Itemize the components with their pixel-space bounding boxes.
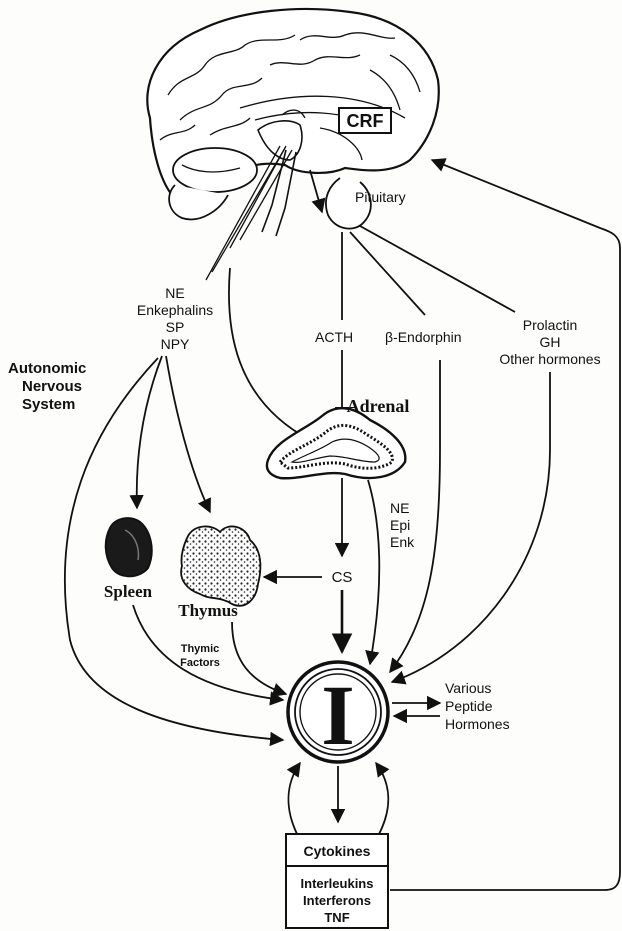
crf-label: CRF bbox=[347, 111, 384, 131]
ans-title-line-3: System bbox=[22, 396, 75, 413]
acth-label: ACTH bbox=[315, 329, 353, 345]
tnf-label: TNF bbox=[324, 910, 349, 925]
thymic-factors-line-2: Factors bbox=[180, 657, 220, 669]
medulla-ne-label: NE bbox=[390, 500, 409, 516]
adrenal-gland: Adrenal NE Epi Enk CS bbox=[264, 396, 415, 664]
adrenal-label: Adrenal bbox=[347, 396, 410, 416]
medulla-enk-label: Enk bbox=[390, 534, 415, 550]
ans-title-line-2: Nervous bbox=[22, 378, 82, 395]
cytokine-feedback-path bbox=[390, 160, 620, 890]
immune-symbol: I bbox=[321, 667, 354, 763]
thymus-label: Thymus bbox=[178, 601, 238, 620]
pituitary-label: Pituitary bbox=[355, 189, 406, 205]
thymus-organ: Thymus Thymic Factors bbox=[178, 526, 286, 694]
interferons-label: Interferons bbox=[303, 893, 371, 908]
npy-signal: NPY bbox=[161, 336, 190, 352]
peptides-line-2: Peptide bbox=[445, 698, 493, 714]
cs-label: CS bbox=[332, 569, 353, 586]
gh-label: GH bbox=[540, 334, 561, 350]
medulla-epi-label: Epi bbox=[390, 517, 410, 533]
sp-signal: SP bbox=[166, 319, 185, 335]
other-hormones-path bbox=[392, 372, 550, 682]
brain-illustration: CRF Pituitary bbox=[147, 9, 438, 280]
peptides-line-1: Various bbox=[445, 680, 491, 696]
beta-endorphin-label: β-Endorphin bbox=[385, 329, 462, 345]
cytokines-header: Cytokines bbox=[304, 843, 371, 859]
cytokines-box: Cytokines Interleukins Interferons TNF bbox=[286, 160, 620, 928]
autonomic-nervous-system: Autonomic Nervous System NE Enkephalins … bbox=[8, 268, 310, 740]
enkephalins-signal: Enkephalins bbox=[137, 302, 213, 318]
other-hormones-label: Other hormones bbox=[499, 351, 600, 367]
interleukins-label: Interleukins bbox=[301, 876, 374, 891]
ans-title-line-1: Autonomic bbox=[8, 360, 86, 377]
pituitary-outputs: ACTH β-Endorphin Prolactin GH Other horm… bbox=[315, 226, 601, 420]
prolactin-label: Prolactin bbox=[523, 317, 577, 333]
thymic-factors-line-1: Thymic bbox=[181, 643, 220, 655]
ne-signal: NE bbox=[165, 285, 184, 301]
peptides-line-3: Hormones bbox=[445, 716, 510, 732]
peptide-hormones: Various Peptide Hormones bbox=[392, 680, 510, 732]
spleen-label: Spleen bbox=[104, 582, 153, 601]
immune-system-node: I bbox=[288, 662, 388, 763]
